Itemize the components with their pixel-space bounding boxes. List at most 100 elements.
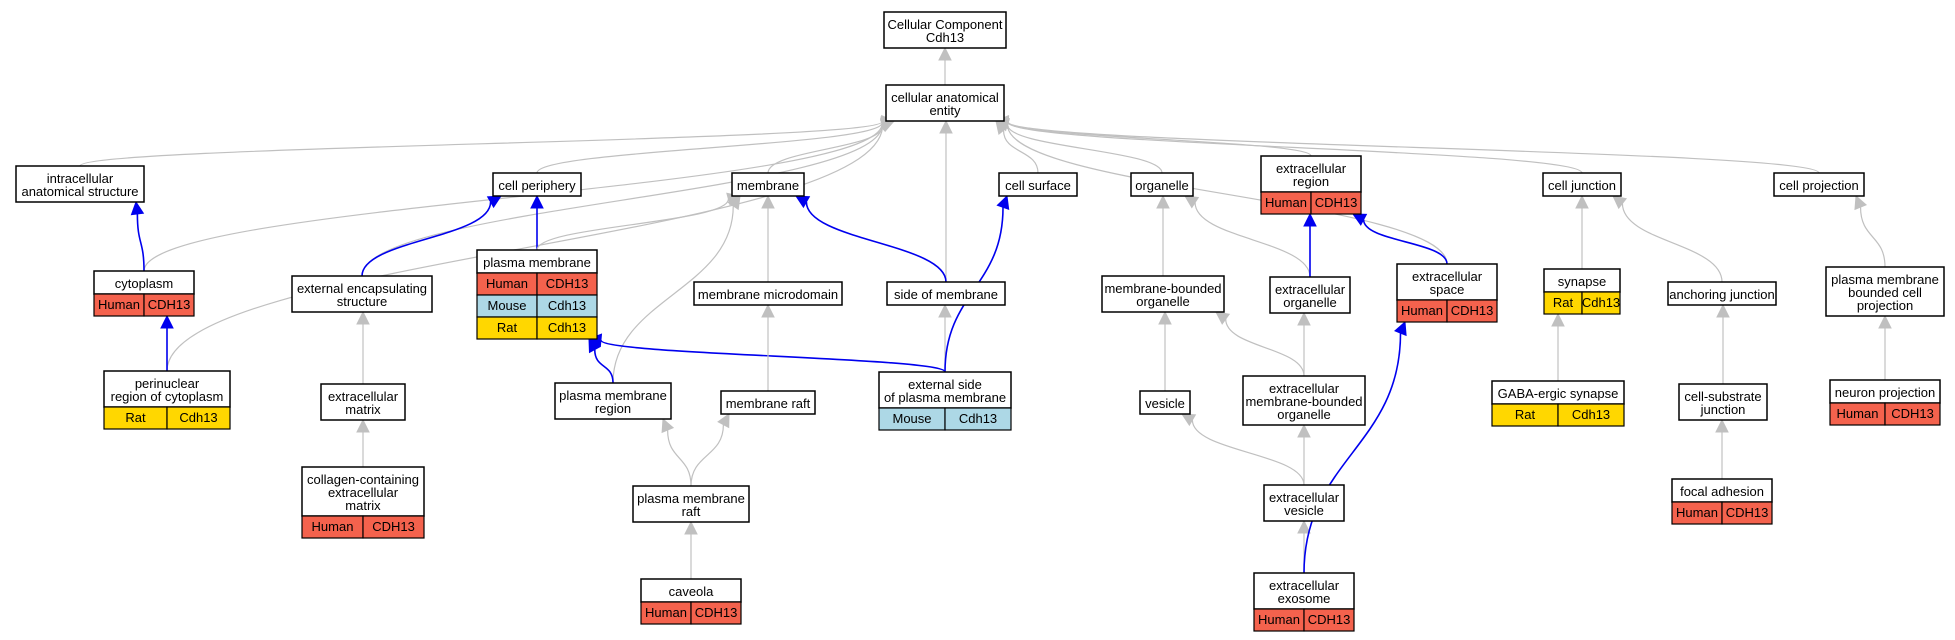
species-name: Mouse <box>487 298 526 313</box>
edge-aj-cj <box>1612 195 1723 283</box>
species-name: Rat <box>1553 295 1574 310</box>
term-box <box>886 281 1006 306</box>
term-node-cp[interactable]: cell periphery <box>492 172 582 197</box>
term-label: cellular anatomical <box>891 90 999 105</box>
edge-exo-ecs <box>1303 320 1407 574</box>
edges-layer <box>79 46 1892 579</box>
term-label: space <box>1430 282 1465 297</box>
edge-csj-aj <box>1716 303 1730 385</box>
term-node-mraft[interactable]: membrane raft <box>720 390 816 415</box>
edge-ves-mbo <box>1158 310 1172 391</box>
term-label: Cellular Component <box>888 17 1003 32</box>
edge-pmr-pm <box>588 338 614 384</box>
term-node-som[interactable]: side of membrane <box>886 281 1006 306</box>
term-node-mem[interactable]: membrane <box>731 172 805 197</box>
edge-line <box>536 198 730 251</box>
edge-som-cae <box>939 119 953 282</box>
species-name: Rat <box>497 320 518 335</box>
gene-cell <box>690 601 742 625</box>
term-label: cell projection <box>1779 178 1859 193</box>
edge-cav-pmraft <box>684 520 698 579</box>
gene-cell <box>536 316 598 340</box>
term-node-mmd[interactable]: membrane microdomain <box>693 281 843 306</box>
term-box <box>1396 263 1498 301</box>
term-node-aj[interactable]: anchoring junction <box>1667 281 1777 306</box>
term-label: of plasma membrane <box>884 390 1006 405</box>
gene-symbol: CDH13 <box>546 276 589 291</box>
edge-line <box>690 424 724 487</box>
gene-symbol: CDH13 <box>1451 303 1494 318</box>
edge-line <box>1225 319 1305 377</box>
edge-line <box>1191 419 1305 486</box>
term-label: anchoring junction <box>1669 287 1775 302</box>
term-label: extracellular <box>1269 381 1340 396</box>
term-node-cpj[interactable]: cell projection <box>1773 172 1865 197</box>
term-node-cj[interactable]: cell junction <box>1542 172 1622 197</box>
species-name: Rat <box>1515 407 1536 422</box>
term-node-cs[interactable]: cell surface <box>998 172 1078 197</box>
arrowhead-icon <box>939 119 953 134</box>
term-node-org[interactable]: organelle <box>1130 172 1194 197</box>
term-box <box>885 84 1005 122</box>
term-label: vesicle <box>1145 396 1185 411</box>
term-label: plasma membrane <box>483 255 591 270</box>
term-box <box>998 172 1078 197</box>
edge-ees-cae <box>361 117 896 277</box>
term-label: GABA-ergic synapse <box>1498 386 1619 401</box>
gene-symbol: Cdh13 <box>1572 407 1610 422</box>
term-label: side of membrane <box>894 287 998 302</box>
term-node-ccecm[interactable]: collagen-containingextracellularmatrixHu… <box>301 466 425 539</box>
arrowhead-icon <box>727 195 741 211</box>
term-box <box>1260 155 1362 193</box>
term-node-ves[interactable]: vesicle <box>1139 390 1191 415</box>
species-name: Human <box>98 297 140 312</box>
gene-cell <box>166 406 231 430</box>
species-name: Human <box>1676 505 1718 520</box>
term-box <box>320 383 406 421</box>
term-box <box>301 466 425 517</box>
arrowhead-icon <box>1394 320 1407 337</box>
edge-line <box>1006 124 1163 174</box>
edge-cpj-cae <box>994 114 1820 174</box>
arrowhead-icon <box>717 413 730 429</box>
arrowhead-icon <box>761 303 775 318</box>
term-label: cell periphery <box>498 178 576 193</box>
edge-mmd-mem <box>761 194 775 283</box>
arrowhead-icon <box>938 46 952 61</box>
arrowhead-icon <box>996 194 1010 211</box>
species-name: Human <box>645 605 687 620</box>
gene-symbol: CDH13 <box>1308 612 1351 627</box>
term-label: structure <box>337 294 388 309</box>
edge-syn-cj <box>1575 194 1589 270</box>
edge-embo-mbo <box>1215 311 1305 377</box>
term-label: focal adhesion <box>1680 484 1764 499</box>
gene-cell <box>1884 402 1941 426</box>
term-box <box>1253 572 1355 610</box>
gene-symbol: CDH13 <box>372 519 415 534</box>
